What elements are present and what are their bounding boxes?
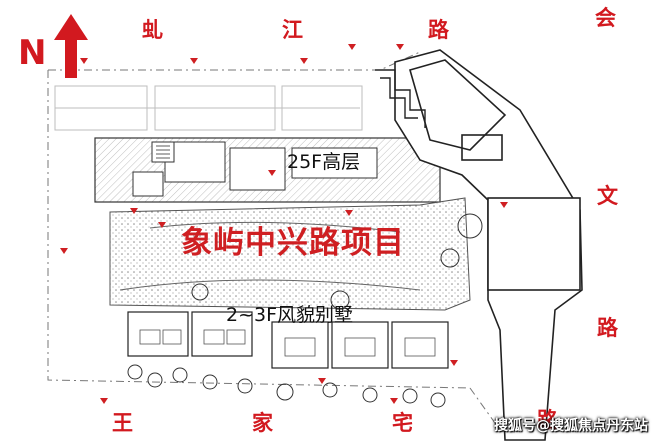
north-label: N (18, 33, 47, 73)
road-east-char-3: 路 (597, 316, 618, 340)
road-east-char-2: 文 (597, 184, 618, 208)
road-north-char-3: 路 (428, 18, 449, 42)
tower-block (94, 137, 441, 203)
north-arrow-icon (54, 14, 88, 78)
tower-label: 25F高层 (287, 151, 361, 173)
road-south-char-2: 家 (252, 411, 273, 435)
court-paths (119, 221, 421, 291)
road-south-char-1: 王 (112, 411, 133, 435)
villa-row (127, 311, 449, 369)
road-south-char-3: 宅 (392, 411, 413, 435)
villa-label: 2~3F风貌别墅 (226, 304, 354, 326)
east-building (394, 49, 583, 441)
north-plots (54, 85, 363, 131)
stair-structure (375, 69, 426, 128)
road-east-char-1: 会 (595, 6, 616, 30)
entrance-markers (60, 44, 508, 404)
villa-interiors (139, 329, 436, 357)
road-north-char-1: 虬 (142, 18, 163, 42)
watermark: 搜狐号@搜狐焦点丹东站 (494, 418, 648, 434)
project-title: 象屿中兴路项目 (181, 225, 405, 261)
road-south-char-4: 路 (537, 408, 558, 432)
trees (127, 213, 483, 408)
road-north-char-2: 江 (282, 18, 303, 42)
